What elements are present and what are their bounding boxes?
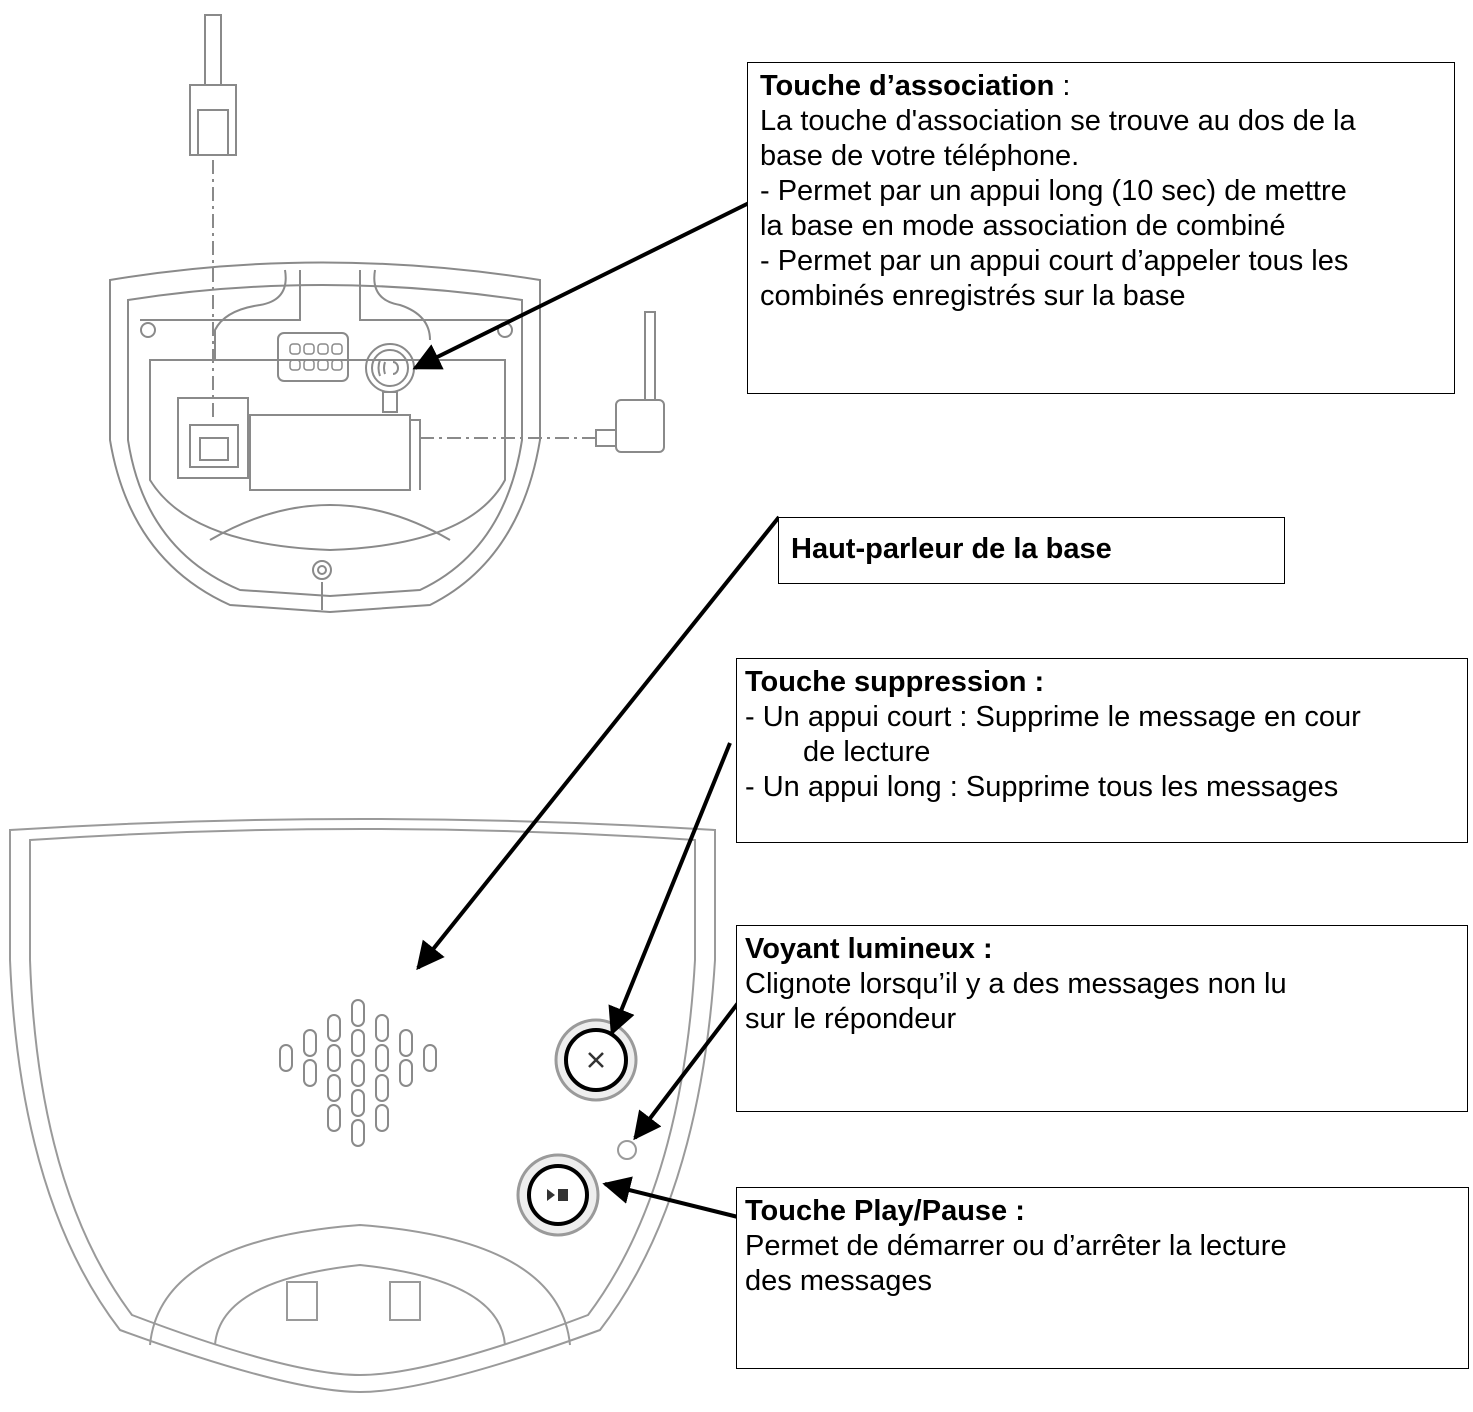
callout-play-pause: Touche Play/Pause : Permet de démarrer o… xyxy=(736,1187,1469,1369)
callout-association-line: la base en mode association de combiné xyxy=(760,210,1286,242)
callout-association-title: Touche d’association xyxy=(760,70,1055,102)
callout-delete-title: Touche suppression : xyxy=(745,666,1045,698)
delete-button-icon xyxy=(554,1018,638,1102)
callout-delete: Touche suppression : - Un appui court : … xyxy=(736,658,1468,843)
arrow-delete xyxy=(608,742,732,1036)
callout-association-line: base de votre téléphone. xyxy=(760,140,1080,172)
pairing-button-icon xyxy=(365,343,415,413)
base-back-housing xyxy=(109,261,541,614)
callout-play-pause-line: des messages xyxy=(745,1265,932,1297)
callout-led: Voyant lumineux : Clignote lorsqu’il y a… xyxy=(736,925,1468,1112)
pin-connector xyxy=(277,332,349,382)
callout-delete-line: de lecture xyxy=(803,736,931,768)
screw-left-icon xyxy=(140,322,156,338)
base-top-view xyxy=(9,818,716,1394)
arrow-association xyxy=(412,198,756,370)
callout-association-colon: : xyxy=(1054,70,1071,102)
arrow-led xyxy=(633,1001,740,1141)
rj11-socket xyxy=(177,397,249,479)
callout-play-pause-line: Permet de démarrer ou d’arrêter la lectu… xyxy=(745,1230,1287,1262)
callout-speaker-title: Haut-parleur de la base xyxy=(791,533,1112,565)
callout-association-line: - Permet par un appui court d’appeler to… xyxy=(760,245,1349,277)
callout-association: Touche d’association : La touche d'assoc… xyxy=(747,62,1455,394)
callout-led-line: sur le répondeur xyxy=(745,1003,957,1035)
screw-bottom-icon xyxy=(312,560,332,580)
power-plug xyxy=(420,311,665,453)
play-pause-button-icon xyxy=(516,1153,600,1237)
callout-association-line: combinés enregistrés sur la base xyxy=(760,280,1186,312)
arrow-speaker xyxy=(416,515,781,971)
speaker-grille-icon xyxy=(279,999,437,1147)
callout-speaker: Haut-parleur de la base xyxy=(778,517,1285,584)
base-top-housing xyxy=(9,818,716,1394)
callout-association-line: La touche d'association se trouve au dos… xyxy=(760,105,1356,137)
callout-led-title: Voyant lumineux : xyxy=(745,933,993,965)
led-indicator-icon xyxy=(617,1140,637,1160)
base-back-view xyxy=(109,14,665,614)
callout-led-line: Clignote lorsqu’il y a des messages non … xyxy=(745,968,1287,1000)
callout-association-line: - Permet par un appui long (10 sec) de m… xyxy=(760,175,1347,207)
callout-delete-line: - Un appui court : Supprime le message e… xyxy=(745,701,1361,733)
arrow-play xyxy=(602,1176,739,1219)
callout-play-pause-title: Touche Play/Pause : xyxy=(745,1195,1025,1227)
callout-delete-line: - Un appui long : Supprime tous les mess… xyxy=(745,771,1339,803)
